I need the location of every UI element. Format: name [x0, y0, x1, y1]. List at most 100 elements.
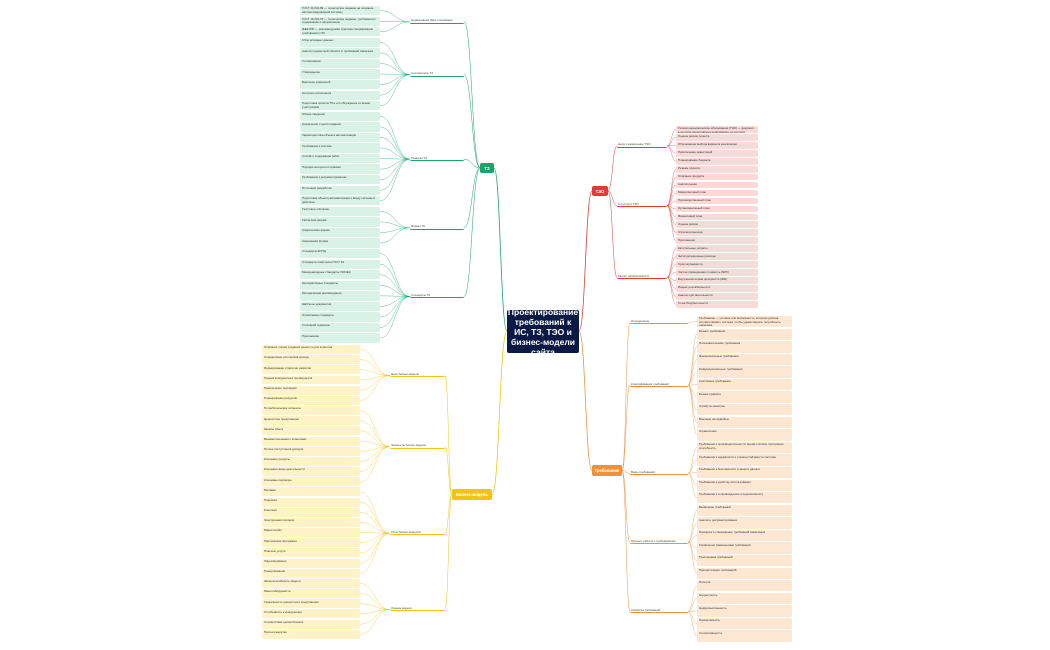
leaf-bm-19[interactable]: Партнёрская программа — [262, 538, 360, 548]
leaf-teo-1[interactable]: Оценка рисков проекта — [676, 133, 758, 141]
leaf-bm-13[interactable]: Ключевые партнёры — [262, 477, 360, 487]
leaf-tz-23[interactable]: Стандарты ЕСПД — [300, 248, 380, 259]
leaf-bm-3[interactable]: Оценка конкурентных преимуществ — [262, 375, 360, 385]
branch-teo-r1[interactable]: Цели и назначение ТЭО — [617, 143, 667, 148]
leaf-teo-22[interactable]: Точка безубыточности — [676, 301, 758, 308]
leaf-req-20[interactable]: Приоритизация требований — [697, 567, 792, 579]
hub-req[interactable]: Требования — [592, 465, 622, 476]
leaf-teo-18[interactable]: Чистая приведённая стоимость (NPV) — [676, 269, 758, 276]
leaf-req-5[interactable]: Системные требования — [697, 378, 792, 391]
leaf-req-25[interactable]: Согласованность — [697, 630, 792, 642]
leaf-bm-16[interactable]: Freemium — [262, 507, 360, 517]
leaf-req-21[interactable]: Полнота — [697, 580, 792, 592]
leaf-tz-22[interactable]: Смешанная форма — [300, 238, 380, 248]
leaf-bm-20[interactable]: Платные услуги — [262, 548, 360, 558]
leaf-teo-4[interactable]: Планирование бюджета — [676, 157, 758, 165]
branch-tz-g4[interactable]: Формы ТЗ — [410, 225, 464, 230]
leaf-tz-24[interactable]: Стандарты комплекса ГОСТ 34 — [300, 259, 380, 269]
leaf-teo-10[interactable]: Организационный план — [676, 205, 758, 213]
leaf-tz-19[interactable]: Текстовое описание — [300, 206, 380, 217]
leaf-tz-0[interactable]: ГОСТ 34.602-89 — техническое задание на … — [300, 6, 380, 16]
leaf-tz-12[interactable]: Характеристика объекта автоматизации — [300, 132, 380, 143]
leaf-req-23[interactable]: Недвусмысленность — [697, 605, 792, 617]
leaf-req-3[interactable]: Функциональные требования — [697, 353, 792, 366]
branch-tz-g5[interactable]: Стандарты ТЗ — [410, 294, 464, 299]
leaf-tz-13[interactable]: Требования к системе — [300, 143, 380, 153]
leaf-teo-14[interactable]: Приложения — [676, 237, 758, 245]
leaf-bm-24[interactable]: Масштабируемость — [262, 589, 360, 599]
leaf-req-6[interactable]: Бизнес-правила — [697, 391, 792, 403]
branch-req-o4[interactable]: Процесс работы с требованиями — [630, 540, 688, 545]
branch-req-o2[interactable]: Классификация требований — [630, 383, 688, 388]
leaf-teo-17[interactable]: Срок окупаемости — [676, 261, 758, 268]
leaf-req-15[interactable]: Выявление требований — [697, 504, 792, 517]
leaf-req-7[interactable]: Атрибуты качества — [697, 404, 792, 416]
leaf-tz-6[interactable]: Утверждение — [300, 69, 380, 79]
leaf-bm-0[interactable]: Описание логики создания ценности для кл… — [262, 345, 360, 354]
leaf-req-14[interactable]: Требования к сопровождению и переносимос… — [697, 492, 792, 504]
branch-req-o3[interactable]: Виды требований — [630, 471, 688, 476]
leaf-bm-18[interactable]: Маркетплейс — [262, 528, 360, 538]
leaf-bm-12[interactable]: Ключевые виды деятельности — [262, 467, 360, 477]
leaf-teo-8[interactable]: Маркетинговый план — [676, 189, 758, 197]
leaf-bm-8[interactable]: Каналы сбыта — [262, 426, 360, 436]
leaf-bm-25[interactable]: Уникальность ценностного предложения — [262, 599, 360, 609]
leaf-bm-14[interactable]: Реклама — [262, 487, 360, 497]
leaf-bm-2[interactable]: Формирование стратегии развития — [262, 365, 360, 375]
leaf-teo-3[interactable]: Привлечение инвестиций — [676, 149, 758, 157]
leaf-bm-22[interactable]: Пожертвования — [262, 568, 360, 578]
leaf-tz-14[interactable]: Состав и содержание работ — [300, 153, 380, 164]
leaf-tz-8[interactable]: Контроль исполнения — [300, 90, 380, 100]
leaf-bm-11[interactable]: Ключевые ресурсы — [262, 456, 360, 466]
leaf-tz-27[interactable]: Методические рекомендации — [300, 291, 380, 301]
leaf-tz-18[interactable]: Подготовка объекта автоматизации к вводу… — [300, 196, 380, 206]
leaf-teo-7[interactable]: Анализ рынка — [676, 181, 758, 189]
leaf-req-24[interactable]: Проверяемость — [697, 617, 792, 630]
leaf-tz-29[interactable]: Отраслевые стандарты — [300, 312, 380, 322]
leaf-req-13[interactable]: Требования к удобству использования — [697, 479, 792, 491]
leaf-tz-15[interactable]: Порядок контроля и приёмки — [300, 164, 380, 174]
leaf-req-9[interactable]: Ограничения — [697, 429, 792, 441]
leaf-tz-25[interactable]: Международные стандарты ISO/IEC — [300, 270, 380, 280]
branch-bm-y1[interactable]: Цели бизнес-модели — [390, 373, 445, 378]
hub-teo[interactable]: ТЭО — [592, 186, 608, 196]
branch-teo-r2[interactable]: Структура ТЭО — [617, 203, 667, 208]
leaf-bm-15[interactable]: Подписка — [262, 497, 360, 507]
leaf-req-1[interactable]: Бизнес-требования — [697, 328, 792, 340]
leaf-req-4[interactable]: Нефункциональные требования — [697, 366, 792, 378]
branch-teo-r3[interactable]: Расчёт эффективности — [617, 275, 667, 280]
leaf-bm-21[interactable]: Лицензирование — [262, 558, 360, 568]
hub-tz[interactable]: ТЗ — [480, 163, 494, 173]
leaf-teo-21[interactable]: Анализ чувствительности — [676, 293, 758, 300]
leaf-tz-2[interactable]: IEEE 830 — рекомендуемая практика специф… — [300, 27, 380, 37]
leaf-teo-12[interactable]: Оценка рисков — [676, 221, 758, 229]
leaf-req-22[interactable]: Корректность — [697, 592, 792, 605]
leaf-tz-1[interactable]: ГОСТ 19.201-78 — техническое задание, тр… — [300, 16, 380, 26]
branch-tz-g1[interactable]: Нормативная база / основание — [410, 19, 464, 24]
leaf-req-17[interactable]: Проверка и утверждение требований заказч… — [697, 529, 792, 542]
leaf-bm-26[interactable]: Устойчивость к конкуренции — [262, 609, 360, 619]
leaf-teo-9[interactable]: Производственный план — [676, 197, 758, 205]
leaf-teo-0[interactable]: Технико-экономическое обоснование (ТЭО) … — [676, 126, 758, 133]
leaf-teo-15[interactable]: Капитальные затраты — [676, 245, 758, 253]
leaf-teo-2[interactable]: Обоснование выбора варианта реализации — [676, 141, 758, 149]
leaf-tz-26[interactable]: Корпоративные стандарты — [300, 280, 380, 290]
leaf-teo-5[interactable]: Резюме проекта — [676, 165, 758, 173]
leaf-tz-7[interactable]: Внесение изменений — [300, 79, 380, 90]
leaf-tz-17[interactable]: Источники разработки — [300, 185, 380, 195]
leaf-req-2[interactable]: Пользовательские требования — [697, 341, 792, 353]
leaf-tz-31[interactable]: Приложения — [300, 333, 380, 343]
leaf-bm-9[interactable]: Взаимоотношения с клиентами — [262, 436, 360, 446]
leaf-bm-4[interactable]: Привлечение партнёров — [262, 385, 360, 395]
leaf-tz-4[interactable]: Анализ предметной области и требований з… — [300, 48, 380, 58]
leaf-tz-9[interactable]: Подготовка проекта ТЗ и его обсуждение с… — [300, 101, 380, 111]
leaf-req-11[interactable]: Требования к надёжности и отказоустойчив… — [697, 454, 792, 466]
leaf-tz-28[interactable]: Шаблоны документов — [300, 301, 380, 312]
leaf-bm-23[interactable]: Жизнеспособность модели — [262, 578, 360, 588]
leaf-tz-5[interactable]: Согласование — [300, 58, 380, 69]
leaf-tz-3[interactable]: Сбор исходных данных — [300, 37, 380, 48]
leaf-req-12[interactable]: Требования к безопасности и защите данны… — [697, 466, 792, 479]
leaf-req-8[interactable]: Внешние интерфейсы — [697, 416, 792, 428]
leaf-tz-21[interactable]: Графическая форма — [300, 227, 380, 238]
